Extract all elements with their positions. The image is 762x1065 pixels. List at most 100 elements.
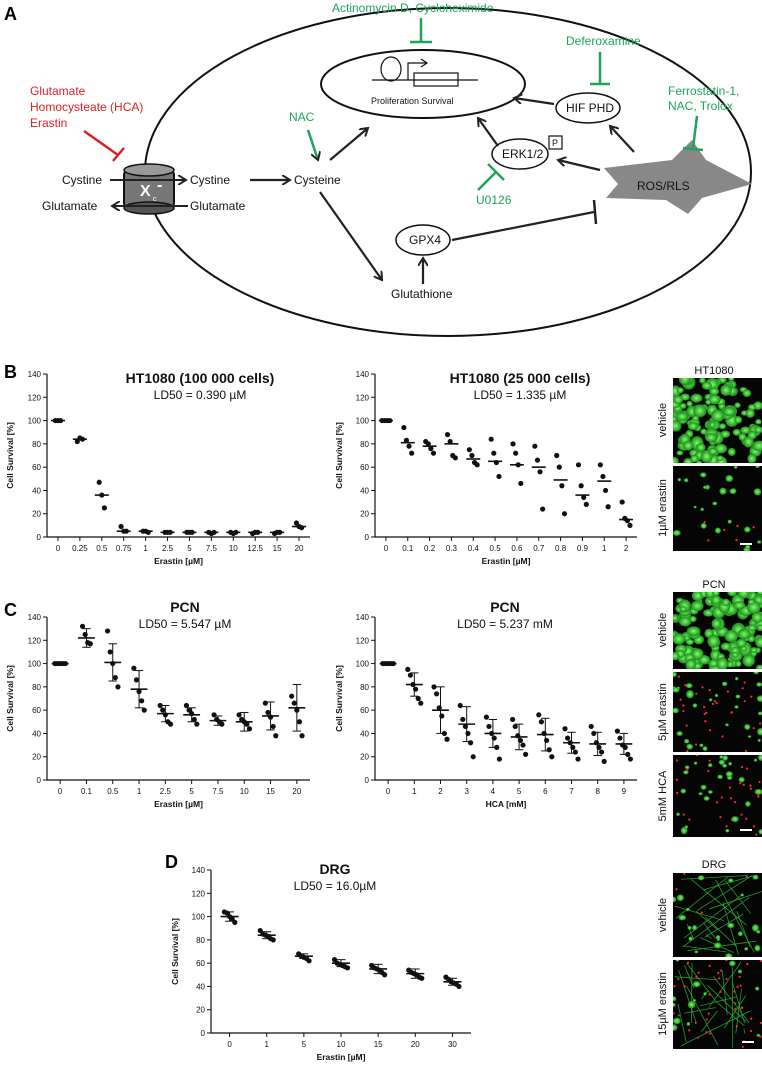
- data-point: [534, 457, 541, 463]
- data-point: [493, 459, 499, 466]
- data-point: [517, 737, 524, 744]
- x-tick-label: 20: [295, 544, 304, 553]
- y-tick-label: 120: [28, 393, 42, 402]
- data-point: [294, 707, 300, 713]
- data-point: [233, 529, 239, 535]
- data-point: [162, 712, 168, 718]
- data-point: [160, 707, 166, 713]
- gpx4-node: [395, 224, 451, 256]
- data-point: [387, 417, 393, 424]
- data-point: [486, 723, 492, 730]
- data-point: [627, 756, 634, 762]
- x-tick-label: 0.3: [446, 544, 458, 553]
- data-point: [452, 455, 458, 461]
- data-point: [588, 723, 594, 730]
- image-pcn-erastin: [673, 672, 762, 752]
- y-axis-label: Cell Survival [%]: [170, 918, 180, 985]
- x-tick-label: 0: [386, 787, 391, 796]
- x-tick-label: 0.8: [555, 544, 567, 553]
- data-point: [509, 716, 516, 723]
- data-point: [191, 716, 197, 723]
- data-point: [244, 721, 250, 727]
- x-tick-label: 5: [302, 1040, 307, 1049]
- data-point: [523, 751, 529, 757]
- data-point: [79, 623, 86, 629]
- data-point: [457, 702, 463, 709]
- data-point: [267, 714, 274, 720]
- chart-title: PCN: [170, 599, 200, 615]
- data-point: [382, 972, 388, 978]
- cystine-outside: Cystine: [62, 173, 102, 187]
- data-point: [540, 506, 546, 512]
- data-point: [601, 758, 607, 764]
- x-axis-label: Erastin [µM]: [154, 799, 203, 809]
- data-point: [406, 443, 412, 449]
- data-point: [520, 742, 526, 748]
- x-tick-label: 30: [448, 1040, 457, 1049]
- data-point: [583, 501, 589, 507]
- data-point: [496, 473, 502, 480]
- deferoxamine-label: Deferoxamine: [566, 34, 641, 48]
- x-tick-label: 5: [517, 787, 522, 796]
- image-title-pcn: PCN: [702, 579, 725, 591]
- data-point: [401, 424, 407, 431]
- x-tick-label: 12.5: [247, 544, 263, 553]
- image-label-hca-c: 5mM HCA: [657, 770, 669, 821]
- data-point: [430, 450, 437, 456]
- data-point: [597, 462, 603, 468]
- data-point: [419, 975, 425, 981]
- data-point: [460, 716, 466, 723]
- chart-title: PCN: [490, 599, 520, 615]
- x-tick-label: 15: [273, 544, 282, 553]
- data-point: [575, 756, 581, 762]
- data-point: [99, 492, 105, 498]
- x-tick-label: 0.5: [107, 787, 119, 796]
- data-point: [299, 525, 305, 531]
- y-tick-label: 60: [196, 959, 205, 968]
- data-point: [444, 736, 450, 742]
- ferrostatin-label-2: NAC, Trolox: [668, 99, 733, 113]
- data-point: [561, 511, 568, 517]
- data-point: [407, 672, 413, 678]
- data-point: [112, 674, 118, 681]
- y-tick-label: 20: [360, 753, 369, 762]
- glutamate-inside: Glutamate: [190, 199, 246, 213]
- data-point: [403, 437, 410, 443]
- data-point: [194, 721, 200, 727]
- data-point: [431, 684, 437, 690]
- y-tick-label: 40: [32, 729, 41, 738]
- cystine-inside: Cystine: [190, 173, 230, 187]
- chart-title: HT1080 (100 000 cells): [126, 370, 275, 386]
- data-point: [515, 733, 521, 739]
- data-point: [532, 443, 538, 449]
- svg-text:P: P: [552, 138, 558, 148]
- y-tick-label: 120: [28, 636, 42, 645]
- ros-shape: [604, 140, 752, 214]
- data-point: [541, 730, 547, 737]
- data-point: [596, 744, 602, 751]
- data-point: [600, 473, 606, 480]
- y-tick-label: 20: [196, 1006, 205, 1015]
- data-point: [57, 417, 64, 424]
- data-point: [559, 483, 565, 489]
- x-tick-label: 0.1: [81, 787, 93, 796]
- x-tick-label: 0.1: [402, 544, 414, 553]
- y-tick-label: 100: [356, 417, 370, 426]
- data-point: [491, 450, 497, 456]
- data-point: [549, 754, 555, 760]
- x-tick-label: 0.6: [511, 544, 523, 553]
- x-tick-label: 2: [624, 544, 629, 553]
- data-point: [575, 462, 582, 468]
- data-point: [546, 747, 552, 753]
- data-point: [405, 666, 411, 672]
- data-point: [619, 499, 625, 505]
- data-point: [591, 730, 597, 737]
- x-axis-label: Erastin [µM]: [154, 556, 203, 566]
- x-tick-label: 5: [187, 544, 192, 553]
- data-point: [409, 450, 415, 456]
- y-tick-label: 80: [32, 440, 41, 449]
- panel-letter-a: A: [4, 4, 17, 24]
- data-point: [157, 702, 163, 709]
